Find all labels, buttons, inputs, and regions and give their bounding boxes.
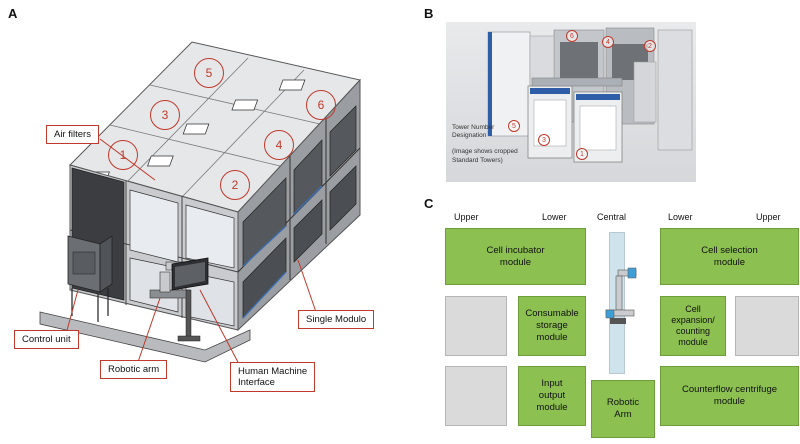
tower-photo-drawing [487, 27, 693, 163]
empty-slot-upper-right-mid [735, 296, 799, 356]
counterflow-centrifuge-module: Counterflow centrifuge module [660, 366, 799, 426]
hmi-callout: Human Machine Interface [230, 362, 316, 392]
robot-arm-icon [605, 267, 637, 324]
air-filters-callout: Air filters [46, 125, 99, 144]
header-upper-right: Upper [756, 212, 781, 222]
cell-incubator-module: Cell incubator module [445, 228, 586, 285]
tower-photo: 6 4 2 5 3 1 Tower Number Designation (Im… [446, 22, 696, 182]
consumable-storage-module: Consumable storage module [518, 296, 586, 356]
empty-slot-upper-left-bottom [445, 366, 507, 426]
robotic-arm-module: Robotic Arm [591, 380, 655, 438]
b-tower-number-4: 4 [602, 36, 614, 48]
cell-factory-drawing [39, 41, 361, 367]
single-module-callout: Single Modulo [298, 310, 375, 329]
control-unit-callout: Control unit [14, 330, 79, 349]
tower-number-3: 3 [150, 100, 180, 130]
input-output-module: Input output module [518, 366, 586, 426]
b-tower-number-2: 2 [644, 40, 656, 52]
header-central: Central [597, 212, 627, 222]
tower-number-1: 1 [108, 140, 138, 170]
tower-designation-caption: Tower Number Designation (Image shows cr… [452, 124, 518, 164]
panel-b-letter: B [424, 6, 434, 21]
b-tower-number-1: 1 [576, 148, 588, 160]
tower-number-4: 4 [264, 130, 294, 160]
cell-selection-module: Cell selection module [660, 228, 799, 285]
header-lower-left: Lower [542, 212, 567, 222]
cell-expansion-module: Cell expansion/ counting module [660, 296, 726, 356]
tower-number-6: 6 [306, 90, 336, 120]
b-tower-number-5: 5 [508, 120, 520, 132]
empty-slot-upper-left-mid [445, 296, 507, 356]
b-tower-number-6: 6 [566, 30, 578, 42]
b-tower-number-3: 3 [538, 134, 550, 146]
robotic-arm-callout: Robotic arm [100, 360, 168, 379]
tower-number-2: 2 [220, 170, 250, 200]
panel-c-letter: C [424, 196, 434, 211]
panel-a-letter: A [8, 6, 18, 21]
header-upper-left: Upper [454, 212, 479, 222]
header-lower-right: Lower [668, 212, 693, 222]
tower-number-5: 5 [194, 58, 224, 88]
